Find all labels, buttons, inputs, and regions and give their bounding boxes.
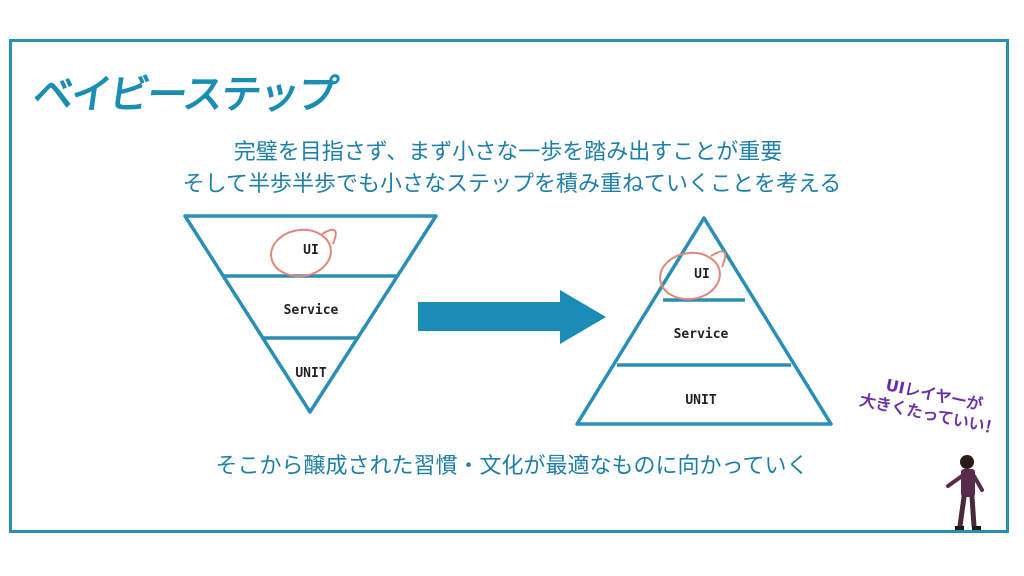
pyramid-outline xyxy=(575,216,833,426)
inverted-pyramid-highlight-circle xyxy=(270,228,332,278)
inverted-pyramid-outline xyxy=(183,214,438,414)
pyramid-layer-unit: UNIT xyxy=(685,393,716,408)
person-illustration xyxy=(946,455,984,530)
subtitle-line-2: そして半歩半歩でも小さなステップを積み重ねていくことを考える xyxy=(182,172,842,197)
pyramid-layer-service: Service xyxy=(674,327,729,342)
inverted-pyramid-highlight-tail xyxy=(321,228,337,245)
pyramid-layer-ui: UI xyxy=(694,267,710,282)
right-arrow-icon xyxy=(418,290,606,344)
subtitle-line-1: 完璧を目指さず、まず小さな一歩を踏み出すことが重要 xyxy=(233,140,783,165)
inverted-layer-service: Service xyxy=(284,303,339,318)
pyramid-highlight-tail xyxy=(710,250,727,268)
inverted-pyramid: UI Service UNIT xyxy=(183,214,438,414)
pyramid: UI Service UNIT xyxy=(575,216,833,426)
inverted-layer-unit: UNIT xyxy=(295,366,326,381)
slide-frame xyxy=(9,39,1009,533)
inverted-layer-ui: UI xyxy=(303,243,319,258)
conclusion-line: そこから醸成された習慣・文化が最適なものに向かっていく xyxy=(215,454,809,479)
pyramid-highlight-circle xyxy=(659,251,721,301)
